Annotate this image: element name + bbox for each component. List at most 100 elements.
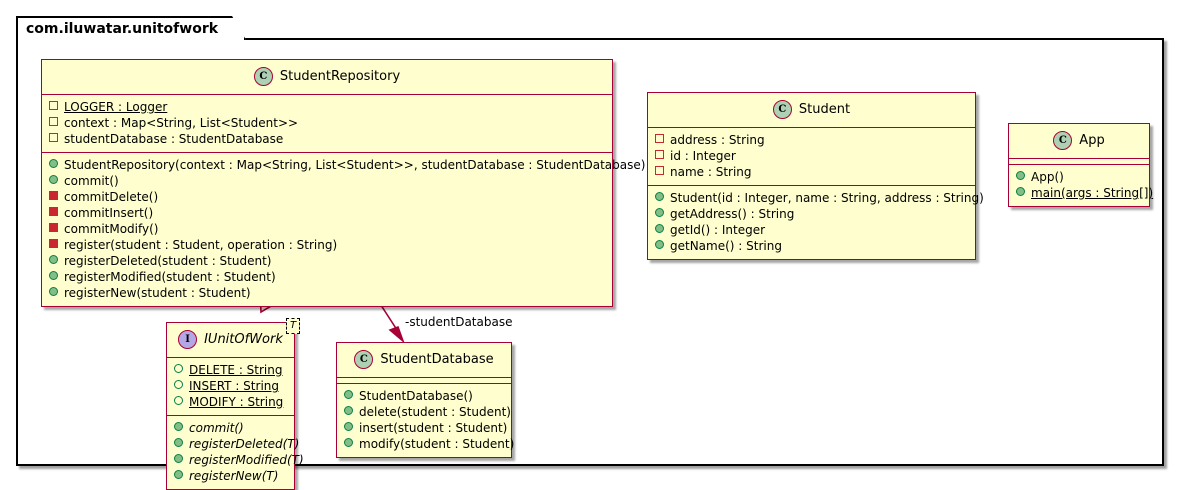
class-badge-icon: C xyxy=(1053,131,1073,150)
method-row[interactable]: commitModify() xyxy=(42,221,612,237)
method-row[interactable]: getAddress() : String xyxy=(648,206,975,222)
class-name: StudentRepository xyxy=(279,69,401,84)
method-label: register(student : Student, operation : … xyxy=(64,238,338,252)
fields-compartment-empty xyxy=(337,377,511,383)
field-row[interactable]: studentDatabase : StudentDatabase xyxy=(42,131,612,147)
class-box-student[interactable]: C Student address : String id : Integer … xyxy=(647,92,984,260)
method-label: commit() xyxy=(64,174,119,188)
package-private-field-icon xyxy=(49,133,58,142)
field-row[interactable]: id : Integer xyxy=(648,148,975,164)
method-label: commit() xyxy=(189,421,244,435)
public-method-icon xyxy=(174,454,183,463)
field-label: LOGGER : Logger xyxy=(64,100,168,114)
private-method-icon xyxy=(49,191,58,200)
field-row[interactable]: name : String xyxy=(648,164,975,180)
method-label: registerNew(T) xyxy=(189,469,279,483)
interface-name: IUnitOfWork xyxy=(204,332,283,347)
method-row[interactable]: App() xyxy=(1009,169,1149,185)
field-label: address : String xyxy=(670,133,765,147)
method-row[interactable]: registerModified(T) xyxy=(167,452,304,468)
method-row[interactable]: commitDelete() xyxy=(42,189,612,205)
method-label: commitDelete() xyxy=(64,190,159,204)
method-label: StudentRepository(context : Map<String, … xyxy=(64,158,646,172)
private-method-icon xyxy=(49,239,58,248)
method-row[interactable]: registerNew(student : Student) xyxy=(42,285,612,301)
methods-compartment: commit() registerDeleted(T) registerModi… xyxy=(167,415,304,489)
field-row[interactable]: INSERT : String xyxy=(167,378,294,394)
field-label: INSERT : String xyxy=(189,379,279,393)
method-label: delete(student : Student) xyxy=(359,405,511,419)
method-row[interactable]: getId() : Integer xyxy=(648,222,975,238)
methods-compartment: StudentRepository(context : Map<String, … xyxy=(42,152,645,306)
class-box-student-database[interactable]: C StudentDatabase StudentDatabase() dele… xyxy=(336,342,514,458)
method-row[interactable]: main(args : String[]) xyxy=(1009,185,1153,201)
method-label: registerModified(student : Student) xyxy=(64,270,276,284)
private-method-icon xyxy=(49,223,58,232)
method-label: registerDeleted(student : Student) xyxy=(64,254,272,268)
method-row[interactable]: insert(student : Student) xyxy=(337,420,511,436)
method-row[interactable]: StudentDatabase() xyxy=(337,388,511,404)
class-name: Student xyxy=(798,102,851,117)
fields-compartment: LOGGER : Logger context : Map<String, Li… xyxy=(42,94,612,152)
public-method-icon xyxy=(174,470,183,479)
method-row[interactable]: registerNew(T) xyxy=(167,468,294,484)
public-method-icon xyxy=(344,406,353,415)
class-box-student-repository[interactable]: C StudentRepository LOGGER : Logger cont… xyxy=(41,59,645,307)
method-row[interactable]: getName() : String xyxy=(648,238,975,254)
public-method-icon xyxy=(174,438,183,447)
type-parameter-box: T xyxy=(286,318,301,334)
field-row[interactable]: LOGGER : Logger xyxy=(42,99,612,115)
field-label: name : String xyxy=(670,165,752,179)
fields-compartment-empty xyxy=(1009,158,1149,164)
methods-compartment: App() main(args : String[]) xyxy=(1009,164,1153,206)
method-row[interactable]: Student(id : Integer, name : String, add… xyxy=(648,190,984,206)
method-row[interactable]: delete(student : Student) xyxy=(337,404,511,420)
method-row[interactable]: registerModified(student : Student) xyxy=(42,269,612,285)
class-badge-icon: C xyxy=(253,67,273,86)
method-label: registerDeleted(T) xyxy=(189,437,300,451)
method-row[interactable]: registerDeleted(T) xyxy=(167,436,299,452)
class-box-app[interactable]: C App App() main(args : String[]) xyxy=(1008,123,1153,207)
field-label: studentDatabase : StudentDatabase xyxy=(64,132,284,146)
method-row[interactable]: commit() xyxy=(42,173,612,189)
field-row[interactable]: address : String xyxy=(648,132,975,148)
interface-box-iunitofwork[interactable]: I IUnitOfWork DELETE : String INSERT : S… xyxy=(166,322,304,490)
class-name: StudentDatabase xyxy=(380,352,494,367)
field-label: context : Map<String, List<Student>> xyxy=(64,116,299,130)
public-method-icon xyxy=(344,422,353,431)
method-label: getId() : Integer xyxy=(670,223,766,237)
method-row[interactable]: commitInsert() xyxy=(42,205,612,221)
package-label: com.iluwatar.unitofwork xyxy=(16,16,246,40)
method-label: StudentDatabase() xyxy=(359,389,473,403)
field-row[interactable]: MODIFY : String xyxy=(167,394,294,410)
field-row[interactable]: DELETE : String xyxy=(167,362,294,378)
method-row[interactable]: registerDeleted(student : Student) xyxy=(42,253,612,269)
methods-compartment: StudentDatabase() delete(student : Stude… xyxy=(337,383,514,457)
public-static-field-icon xyxy=(174,364,183,373)
public-method-icon xyxy=(655,208,664,217)
field-label: id : Integer xyxy=(670,149,736,163)
private-method-icon xyxy=(49,207,58,216)
public-method-icon xyxy=(174,422,183,431)
public-method-icon xyxy=(655,192,664,201)
public-method-icon xyxy=(49,255,58,264)
method-row[interactable]: StudentRepository(context : Map<String, … xyxy=(42,157,645,173)
public-method-icon xyxy=(344,390,353,399)
class-title-student-repository: C StudentRepository xyxy=(42,60,612,94)
public-method-icon xyxy=(1016,171,1025,180)
method-row[interactable]: modify(student : Student) xyxy=(337,436,514,452)
package-private-field-icon xyxy=(49,101,58,110)
method-label: commitInsert() xyxy=(64,206,154,220)
method-label: registerModified(T) xyxy=(189,453,304,467)
field-row[interactable]: context : Map<String, List<Student>> xyxy=(42,115,612,131)
fields-compartment: DELETE : String INSERT : String MODIFY :… xyxy=(167,357,294,415)
interface-badge-icon: I xyxy=(178,330,198,349)
method-row[interactable]: register(student : Student, operation : … xyxy=(42,237,612,253)
method-row[interactable]: commit() xyxy=(167,420,294,436)
method-label: commitModify() xyxy=(64,222,159,236)
public-method-icon xyxy=(49,159,58,168)
association-label: -studentDatabase xyxy=(405,315,513,329)
public-method-icon xyxy=(49,271,58,280)
public-static-field-icon xyxy=(174,380,183,389)
public-method-icon xyxy=(655,240,664,249)
